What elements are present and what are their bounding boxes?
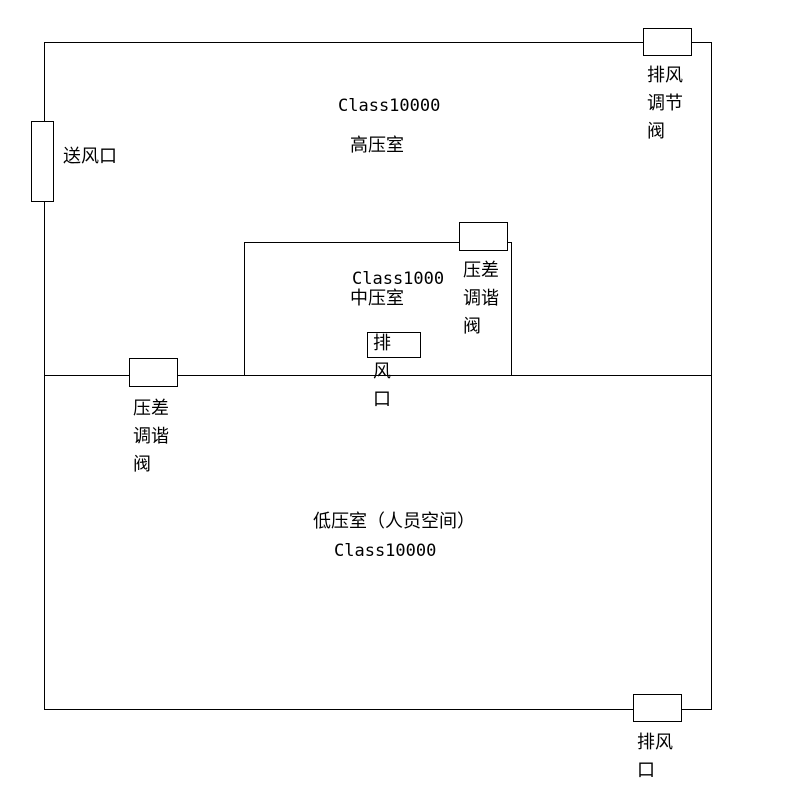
exhaust-vent-bottom-symbol [633,694,682,722]
low-pressure-room-name: 低压室（人员空间） [313,511,475,532]
high-pressure-room-name: 高压室 [350,135,404,156]
differential-valve-lower-label: 压差 调谐 阀 [133,398,169,475]
supply-vent-label: 送风口 [63,146,117,167]
exhaust-damper-symbol [643,28,692,56]
medium-pressure-room-name: 中压室 [350,288,404,309]
exhaust-damper-label: 排风 调节 阀 [647,65,683,142]
differential-valve-upper-symbol [459,222,508,251]
medium-pressure-room-class: Class1000 [352,269,445,289]
differential-valve-lower-symbol [129,358,178,387]
exhaust-vent-inner-symbol [367,332,421,358]
exhaust-vent-bottom-label: 排风 口 [637,732,673,781]
low-pressure-room-class: Class10000 [334,541,437,561]
supply-vent-symbol [31,121,54,202]
differential-valve-upper-label: 压差 调谐 阀 [463,260,499,337]
exhaust-vent-inner-label: 排 风 口 [373,333,391,410]
high-pressure-room-class: Class10000 [338,96,441,116]
medium-pressure-room-boundary [244,242,512,376]
